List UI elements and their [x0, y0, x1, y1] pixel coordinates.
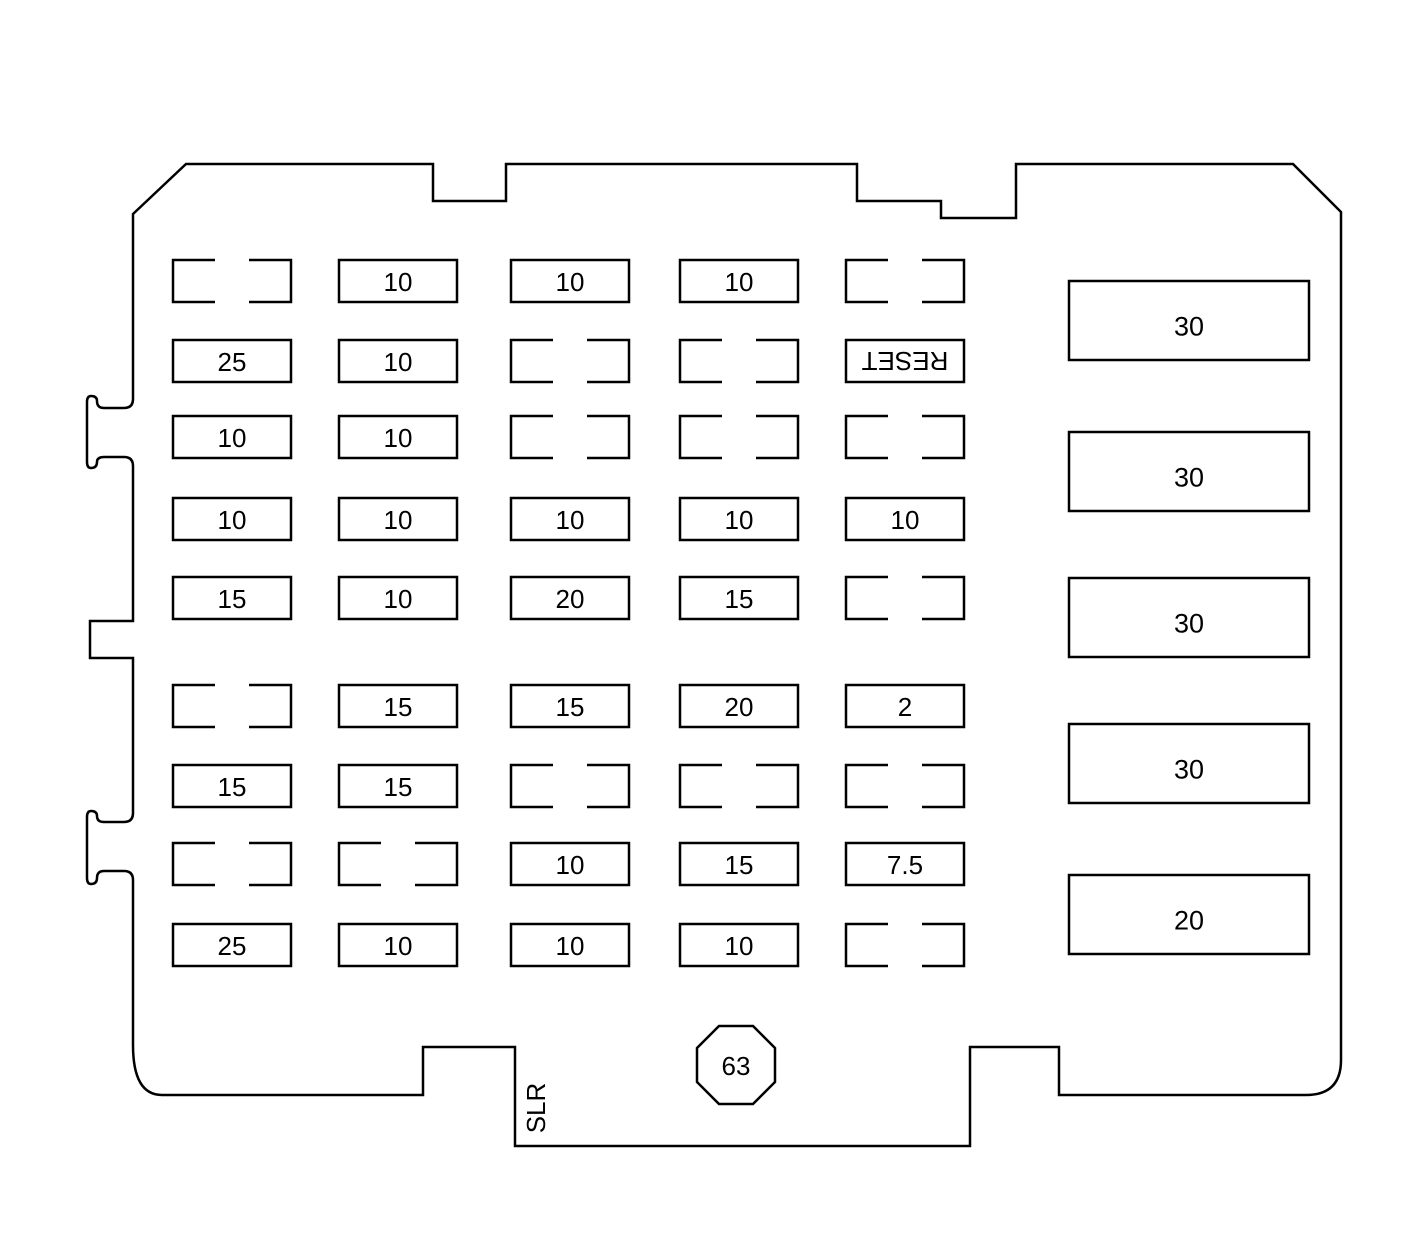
- relay-slot: [1067, 279, 1311, 362]
- fuse-rating-label: RESET: [862, 346, 949, 376]
- fuse-rating-label: 15: [384, 692, 413, 722]
- part-number-badge: 63: [695, 1024, 777, 1106]
- fuse-rating-label: 15: [725, 584, 754, 614]
- fuse-slot: [171, 414, 293, 460]
- fuse-rating-label: 10: [384, 347, 413, 377]
- fuse-slot: [337, 338, 459, 384]
- fuse-rating-label: 20: [556, 584, 585, 614]
- empty-fuse-slot: [509, 763, 631, 809]
- fuse-rating-label: 10: [725, 505, 754, 535]
- fuse-slot: [678, 496, 800, 542]
- empty-fuse-slot: [844, 258, 966, 304]
- fuse-rating-label: 10: [384, 423, 413, 453]
- fuse-rating-label: 10: [384, 584, 413, 614]
- fuse-rating-label: 10: [556, 267, 585, 297]
- relay-slot: [1067, 873, 1311, 956]
- fuse-rating-label: 15: [218, 772, 247, 802]
- fuse-slot: [844, 841, 966, 887]
- fuse-slot: [171, 922, 293, 968]
- fuse-rating-label: 10: [218, 423, 247, 453]
- fuse-slot: [509, 841, 631, 887]
- empty-fuse-slot: [509, 338, 631, 384]
- fuse-rating-label: 10: [556, 931, 585, 961]
- fuse-slot: [171, 338, 293, 384]
- fuse-slot: [844, 496, 966, 542]
- empty-fuse-slot: [171, 841, 293, 887]
- fuse-rating-label: 25: [218, 931, 247, 961]
- relay-rating-label: 30: [1174, 312, 1204, 342]
- fuse-slot: [337, 763, 459, 809]
- fuse-rating-label: 10: [556, 850, 585, 880]
- fuse-slot: [337, 683, 459, 729]
- fuse-rating-label: 15: [556, 692, 585, 722]
- fuse-rating-label: 10: [218, 505, 247, 535]
- fuse-slot: [678, 575, 800, 621]
- octagon-icon: [695, 1024, 777, 1106]
- side-label: SLR: [521, 1083, 551, 1134]
- fuse-rating-label: 10: [725, 931, 754, 961]
- fuse-slot: [678, 922, 800, 968]
- empty-fuse-slot: [171, 683, 293, 729]
- fuse-rating-label: 10: [891, 505, 920, 535]
- fuse-slot: [678, 683, 800, 729]
- fuse-slot: [509, 922, 631, 968]
- relay-rating-label: 30: [1174, 609, 1204, 639]
- empty-fuse-slot: [678, 414, 800, 460]
- fuse-slot: [678, 841, 800, 887]
- relay-column: 30 30 30 30 20: [1067, 279, 1311, 956]
- relay-rating-label: 30: [1174, 755, 1204, 785]
- fuse-slot: [171, 496, 293, 542]
- fuse-slot: [337, 258, 459, 304]
- fuse-slot: [337, 922, 459, 968]
- fuse-rating-label: 20: [725, 692, 754, 722]
- fuse-slot: [844, 338, 966, 384]
- fuse-rating-label: 25: [218, 347, 247, 377]
- empty-fuse-slot: [844, 763, 966, 809]
- fuse-rating-label: 7.5: [887, 850, 923, 880]
- relay-slot: [1067, 430, 1311, 513]
- fuse-rating-label: 10: [556, 505, 585, 535]
- empty-fuse-slot: [337, 841, 459, 887]
- fuse-slot: [844, 683, 966, 729]
- fuse-rating-label: 15: [218, 584, 247, 614]
- fuse-slot: [509, 575, 631, 621]
- empty-fuse-slot: [171, 258, 293, 304]
- fuse-slot: [678, 258, 800, 304]
- fuse-slot: [337, 414, 459, 460]
- fuse-slot: [337, 575, 459, 621]
- fuse-rating-label: 10: [725, 267, 754, 297]
- fuse-slot: [171, 763, 293, 809]
- relay-slot: [1067, 576, 1311, 659]
- fuse-rating-label: 15: [725, 850, 754, 880]
- fuse-rating-label: 10: [384, 931, 413, 961]
- fuse-rating-label: 10: [384, 505, 413, 535]
- empty-fuse-slot: [678, 338, 800, 384]
- fuse-rating-label: 15: [384, 772, 413, 802]
- relay-rating-label: 20: [1174, 906, 1204, 936]
- empty-fuse-slot: [844, 414, 966, 460]
- fuse-slot: [509, 683, 631, 729]
- fuse-rating-label: 10: [384, 267, 413, 297]
- relay-slot: [1067, 722, 1311, 805]
- empty-fuse-slot: [509, 414, 631, 460]
- fuse-rating-label: 2: [898, 692, 912, 722]
- fuse-slot: [509, 496, 631, 542]
- fuse-slot: [509, 258, 631, 304]
- relay-rating-label: 30: [1174, 463, 1204, 493]
- empty-fuse-slot: [844, 575, 966, 621]
- fuse-slot: [171, 575, 293, 621]
- housing-outline: [85, 162, 1343, 1148]
- part-number-label: 63: [722, 1051, 751, 1081]
- empty-fuse-slot: [678, 763, 800, 809]
- empty-fuse-slot: [844, 922, 966, 968]
- fuse-slot: [337, 496, 459, 542]
